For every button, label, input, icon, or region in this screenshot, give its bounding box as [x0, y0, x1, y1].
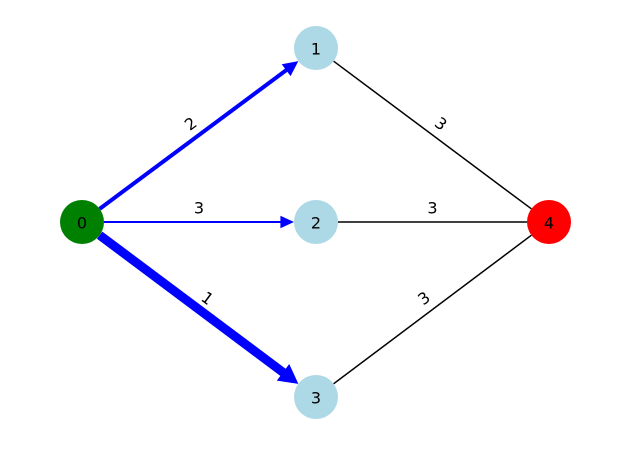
nodes-layer: 0 1 2 3 4 — [60, 26, 571, 419]
node-label-1: 1 — [311, 40, 321, 59]
edge-line-0-3 — [96, 231, 287, 377]
edge-3-4 — [333, 234, 532, 385]
node-label-0: 0 — [77, 214, 87, 233]
node-1: 1 — [294, 26, 338, 70]
node-circle-3 — [294, 375, 338, 419]
arrowhead-0-1 — [281, 61, 299, 77]
node-4: 4 — [527, 200, 571, 244]
node-3: 3 — [294, 375, 338, 419]
edge-0-2 — [104, 215, 294, 229]
node-circle-2 — [294, 200, 338, 244]
node-circle-4 — [527, 200, 571, 244]
edge-line-3-4 — [333, 234, 532, 385]
edge-line-1-4 — [333, 60, 532, 210]
edge-line-0-1 — [98, 67, 289, 211]
edges-layer — [96, 60, 532, 385]
node-2: 2 — [294, 200, 338, 244]
node-0: 0 — [60, 200, 104, 244]
edge-1-4 — [333, 60, 532, 210]
node-label-2: 2 — [311, 214, 321, 233]
edge-weight-0-2: 3 — [194, 199, 204, 218]
node-circle-0 — [60, 200, 104, 244]
edge-0-3 — [96, 231, 299, 384]
node-label-4: 4 — [544, 214, 554, 233]
node-label-3: 3 — [311, 389, 321, 408]
edge-0-1 — [98, 61, 299, 211]
node-circle-1 — [294, 26, 338, 70]
arrowhead-0-3 — [276, 363, 299, 384]
arrowhead-0-2 — [280, 215, 294, 229]
edge-weight-2-4: 3 — [427, 199, 437, 218]
